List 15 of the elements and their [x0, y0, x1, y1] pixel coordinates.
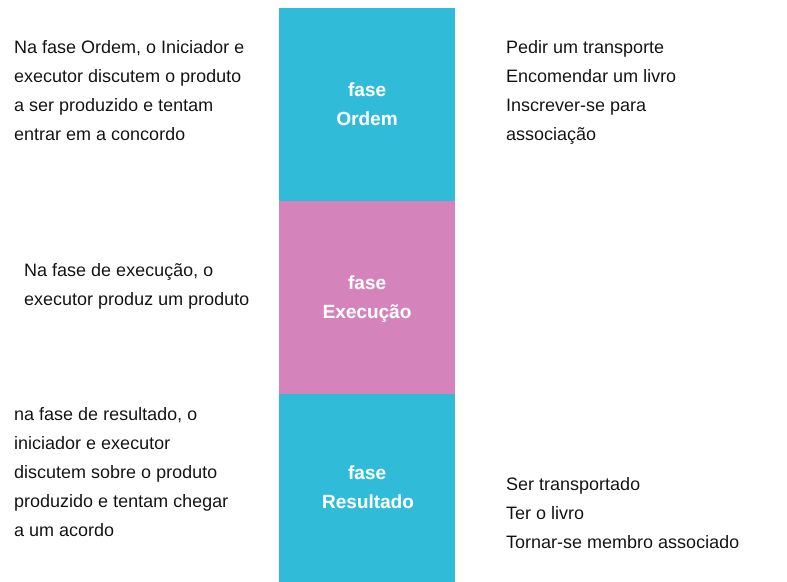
phase-description: na fase de resultado, o iniciador e executor discutem sobre o produto produzido e tentam chegar a um acordo — [14, 403, 230, 542]
example-text: Ser transportado — [506, 473, 642, 496]
phase-description: Na fase de execução, o executor produz um produto — [24, 259, 250, 311]
phase-description: Na fase Ordem, o Iniciador e executor discutem o produto a ser produzido e tentam entrar em a concordo — [14, 36, 246, 146]
example-text: Tornar-se membro associado — [506, 531, 740, 554]
example-text: Inscrever-se para associação — [506, 94, 648, 146]
phase-title: fase Execução — [322, 272, 412, 324]
phase-band — [279, 8, 455, 201]
phase-title: fase Ordem — [335, 78, 399, 132]
phase-title: fase Resultado — [322, 462, 412, 515]
phase-band — [279, 201, 455, 394]
example-text: Encomendar um livro — [506, 65, 678, 88]
example-text: Pedir um transporte — [506, 36, 666, 59]
example-text: Ter o livro — [506, 502, 586, 525]
phase-band — [279, 394, 455, 582]
